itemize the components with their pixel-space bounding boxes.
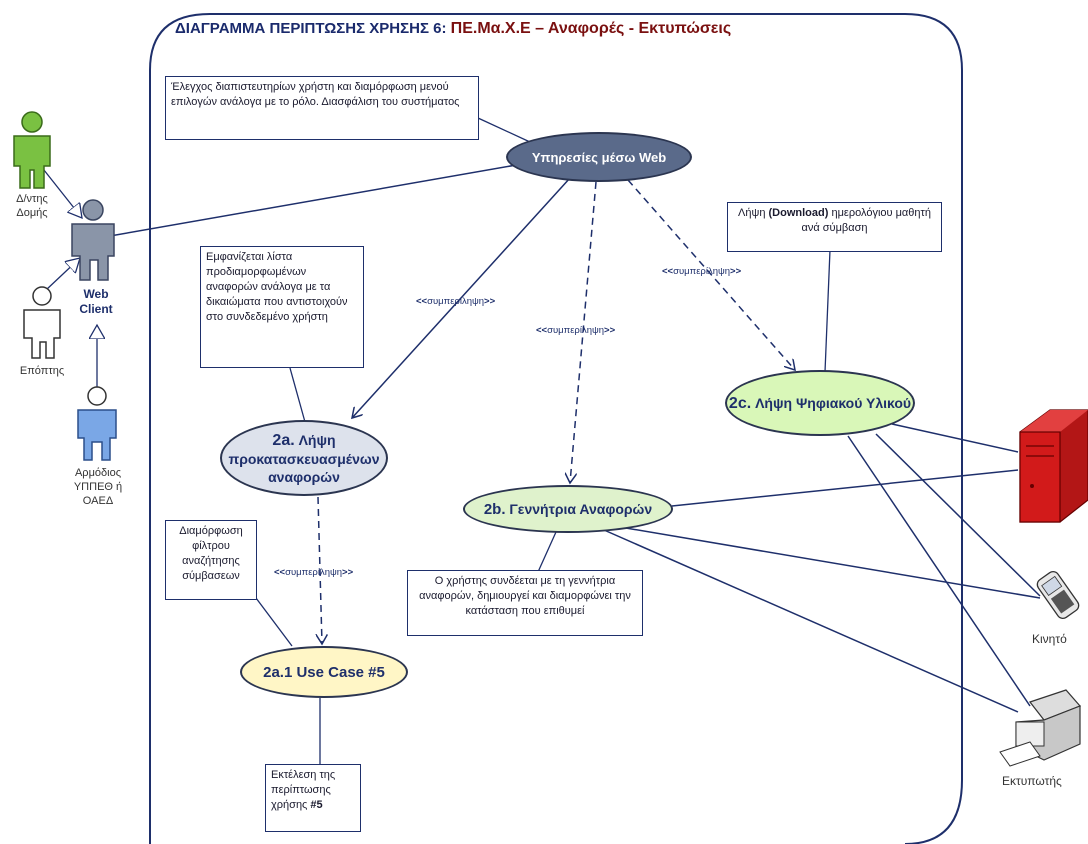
actor-supervisor-figure	[23, 286, 61, 359]
usecase-2a-text: Λήψη προκατασκευασμένων αναφορών	[228, 431, 380, 485]
usecase-2c[interactable]: 2c. Λήψη Ψηφιακού Υλικού	[725, 370, 915, 436]
include-web-2c	[627, 179, 795, 370]
assoc-2c-printer	[847, 435, 1031, 707]
actor-ministry-label: Αρμόδιος ΥΠΠΕΘ ή ΟΑΕΔ	[60, 466, 136, 508]
actor-ministry-figure	[77, 386, 117, 461]
note-download-post: ημερολόγιου μαθητή ανά σύμβαση	[801, 207, 931, 234]
usecase-2b-text: Γεννήτρια Αναφορών	[509, 500, 653, 517]
include-label-web-2c: <<συμπερίληψη>>	[662, 266, 742, 277]
generalization-admin	[39, 164, 82, 218]
assoc-2b-mobile	[613, 525, 1041, 599]
usecase-2c-num: 2c.	[728, 394, 752, 412]
include-web-2b	[570, 181, 597, 483]
note-execute-bold: #5	[310, 799, 323, 811]
printer-icon	[999, 689, 1082, 767]
assoc-2c-mobile	[875, 433, 1041, 597]
diagram-title: ΔΙΑΓΡΑΜΜΑ ΠΕΡΙΠΤΩΣΗΣ ΧΡΗΣΗΣ 6: ΠΕ.Μα.Χ.Ε…	[175, 20, 731, 38]
mobile-label: Κινητό	[1032, 632, 1067, 646]
note-download-pre: Λήψη	[738, 207, 769, 219]
include-web-2a	[352, 177, 571, 418]
note-download: Λήψη (Download) ημερολόγιου μαθητή ανά σ…	[727, 202, 942, 252]
webclient-line1: Web	[83, 287, 109, 301]
anchor-reports	[289, 367, 306, 423]
webclient-line2: Client	[79, 302, 113, 316]
usecase-2c-label: 2c. Λήψη Ψηφιακού Υλικού	[729, 394, 911, 413]
actor-supervisor-label: Επόπτης	[19, 365, 65, 377]
actor-webclient-figure	[71, 199, 115, 281]
note-generator: Ο χρήστης συνδέεται με τη γεννήτρια αναφ…	[407, 570, 643, 636]
note-execute: Εκτέλεση της περίπτωσης χρήσης #5	[265, 764, 361, 832]
include-2a-2a1	[318, 496, 322, 644]
title-highlight: ΠΕ.Μα.Χ.Ε – Αναφορές - Εκτυπώσεις	[450, 20, 732, 37]
include-label-web-2a: <<συμπερίληψη>>	[416, 296, 496, 307]
include-text-1: συμπερίληψη	[427, 296, 485, 307]
anchor-security	[477, 117, 531, 143]
usecase-web-services[interactable]: Υπηρεσίες μέσω Web	[506, 132, 692, 182]
ministry-line3: ΟΑΕΔ	[82, 495, 114, 507]
note-download-bold: (Download)	[768, 207, 829, 219]
include-label-web-2b: <<συμπερίληψη>>	[536, 325, 616, 336]
usecase-2a1[interactable]: 2a.1 Use Case #5	[240, 646, 408, 698]
usecase-2a-label: 2a. Λήψη προκατασκευασμένων αναφορών	[222, 431, 386, 486]
include-text-4: συμπερίληψη	[285, 567, 343, 578]
usecase-2b[interactable]: 2b. Γεννήτρια Αναφορών	[463, 485, 673, 533]
generalization-supervisor	[45, 258, 80, 291]
mobile-phone-icon	[1036, 570, 1080, 620]
anchor-download	[824, 249, 831, 373]
note-filter: Διαμόρφωση φίλτρου αναζήτησης σύμβασεων	[165, 520, 257, 600]
actor-admin-label: Δ/ντης Δομής	[16, 193, 48, 219]
usecase-2c-text: Λήψη Ψηφιακού Υλικού	[755, 394, 912, 411]
usecase-2a1-label: 2a.1 Use Case #5	[263, 663, 385, 681]
title-prefix: ΔΙΑΓΡΑΜΜΑ ΠΕΡΙΠΤΩΣΗΣ ΧΡΗΣΗΣ 6:	[175, 20, 447, 37]
anchor-filter	[255, 597, 293, 647]
assoc-2b-printer	[603, 529, 1019, 713]
assoc-2c-server	[891, 423, 1019, 453]
server-icon	[1019, 409, 1088, 523]
include-text-2: συμπερίληψη	[547, 325, 605, 336]
usecase-2b-label: 2b. Γεννήτρια Αναφορών	[484, 501, 652, 518]
assoc-webclient-web	[109, 163, 523, 237]
actor-admin-figure	[13, 111, 51, 189]
include-label-2a-2a1: <<συμπερίληψη>>	[274, 567, 354, 578]
note-security: Έλεγχος διαπιστευτηρίων χρήστη και διαμό…	[165, 76, 479, 140]
usecase-web-label: Υπηρεσίες μέσω Web	[531, 149, 667, 165]
actor-webclient-label: Web Client	[68, 287, 124, 317]
note-reports-list: Εμφανίζεται λίστα προδιαμορφωμένων αναφο…	[200, 246, 364, 368]
system-boundary	[149, 13, 963, 844]
anchor-generator	[537, 531, 557, 573]
note-execute-text: Εκτέλεση της περίπτωσης χρήσης	[271, 769, 336, 811]
ministry-line1: Αρμόδιος	[74, 467, 122, 479]
include-text-3: συμπερίληψη	[673, 266, 731, 277]
ministry-line2: ΥΠΠΕΘ ή	[73, 481, 123, 493]
usecase-2b-num: 2b.	[483, 500, 506, 518]
printer-label: Εκτυπωτής	[1002, 774, 1062, 788]
usecase-2a[interactable]: 2a. Λήψη προκατασκευασμένων αναφορών	[220, 420, 388, 496]
usecase-2a-num: 2a.	[272, 431, 295, 449]
assoc-2b-server	[671, 469, 1019, 507]
